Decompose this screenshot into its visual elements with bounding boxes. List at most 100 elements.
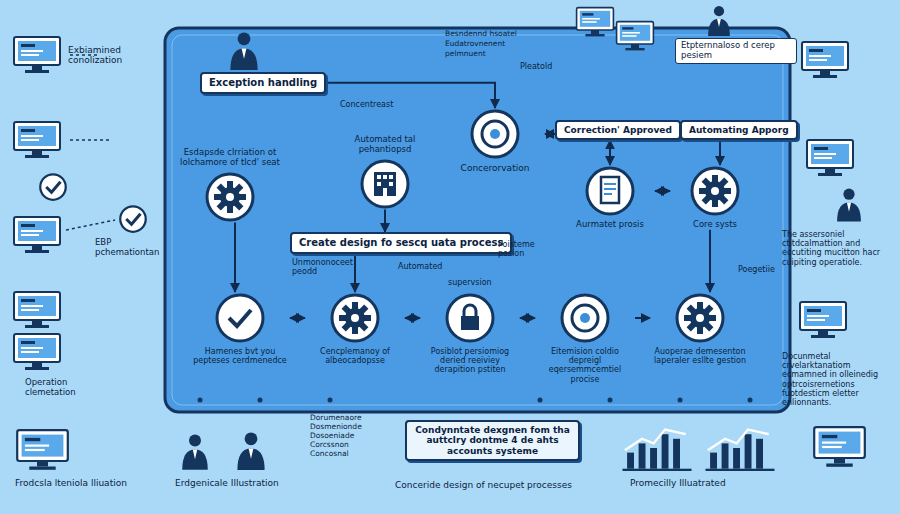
node-caption: Hamenes bvt you pepteses cerdmenedce (190, 347, 290, 365)
process-circle: Aurmatet prosis (565, 165, 655, 230)
annotation-text: Docunmetal crvelarktanatiom ecmamned in … (782, 352, 894, 407)
icon-circle (689, 165, 741, 217)
node-label: Exception handling (209, 77, 317, 89)
annotation-text: Concosnal (310, 450, 390, 459)
dotted-leader (66, 55, 115, 230)
monitor-icon (802, 42, 848, 78)
annotation-text: Conceride design of necupet processes (395, 480, 595, 490)
annotation-text: Dosmenionde (310, 423, 390, 432)
panel-dots (198, 398, 753, 403)
flow-connector (290, 317, 305, 319)
flow-connector (635, 317, 650, 319)
process-box: Automating Apporg (680, 120, 798, 140)
flow-connector (719, 140, 721, 165)
icon-circle (204, 171, 256, 223)
annotation-text: Unmononoceet peodd (292, 258, 352, 276)
annotation-text: Dosoeniade (310, 432, 390, 441)
person-figure (708, 6, 730, 36)
node-label: Correction' Approved (564, 125, 672, 135)
annotation-text: Concentreast (340, 100, 420, 109)
process-circle: Hamenes bvt you pepteses cerdmenedce (190, 292, 290, 365)
monitor-icon (17, 430, 68, 470)
flow-connector (609, 140, 611, 165)
annotation-text: Eudatrovnenent (445, 40, 525, 49)
annotation-text: Poegetiie (738, 265, 786, 274)
node-caption: Posiblot persiomiog deried reeiviey dera… (420, 347, 520, 375)
monitor-icon (577, 8, 614, 37)
person-figure (230, 32, 257, 70)
node-caption: Aurmatet prosis (565, 220, 655, 230)
annotation-text: Pleatold (520, 62, 580, 71)
boxed-note: Etpternnaloso d cerep pesiem (675, 38, 797, 64)
annotation-text: Exbiamined conolization (68, 45, 160, 66)
monitor-icon (814, 427, 865, 467)
icon-circle (584, 165, 636, 217)
process-box: Create design fo sescq uata process (290, 232, 512, 254)
annotation-text: Besndennd hsoatel (445, 30, 525, 39)
panel-inner-line (172, 35, 783, 405)
flow-connector (354, 254, 356, 293)
monitor-icon (14, 292, 60, 328)
process-box: Correction' Approved (555, 120, 681, 140)
flow-connector (384, 210, 386, 233)
annotation-text: supervsion (448, 278, 500, 287)
annotation-text: pelmnuent (445, 50, 525, 59)
icon-circle (559, 292, 611, 344)
annotation-text: Dorumenaore (310, 414, 390, 423)
icon-circle (469, 108, 521, 160)
node-caption: Eitemision coldio depreigl eqersemmcemti… (535, 347, 635, 384)
person-figure (237, 432, 264, 470)
person-figure (837, 189, 861, 222)
check-icon (40, 174, 66, 200)
icon-circle (444, 292, 496, 344)
process-box: Exception handling (200, 72, 326, 94)
annotation-text: Operation clemetation (25, 378, 115, 398)
icon-circle (359, 158, 411, 210)
person-figure (182, 435, 208, 470)
check-icon (120, 206, 146, 232)
node-label: Condynntate dexgnen fom tha auttclry don… (414, 425, 571, 456)
flow-connector (709, 230, 711, 292)
node-caption: Esdapsde clrriation ot lolchamore of tlc… (180, 148, 280, 168)
icon-circle (674, 292, 726, 344)
monitor-icon (800, 302, 846, 338)
bar-chart (706, 430, 775, 471)
process-circle: Posiblot persiomiog deried reeiviey dera… (420, 292, 520, 375)
node-caption: Auoperae demesenton laperaler esllte ges… (650, 347, 750, 365)
annotation-text: Corcssnon (310, 441, 390, 450)
annotation-text: Promecilly Illuatrated (630, 478, 760, 488)
node-caption: Cencplemanoy of albeocadopsse (305, 347, 405, 365)
annotation-text: Automated (398, 262, 448, 271)
process-circle: Auoperae demesenton laperaler esllte ges… (650, 292, 750, 365)
annotation-text: Erdgenicale Illustration (175, 478, 285, 488)
flow-connector (545, 133, 555, 135)
flow-connector (405, 317, 420, 319)
icon-circle (214, 292, 266, 344)
annotation-text: Poisteme posion (498, 240, 558, 258)
node-caption: Automated tal pehantiopsd (335, 135, 435, 155)
process-circle: Cencplemanoy of albeocadopsse (305, 292, 405, 365)
bar-chart (623, 430, 692, 471)
flow-connector (655, 190, 670, 192)
node-caption: Core systs (670, 220, 760, 230)
process-circle: Core systs (670, 165, 760, 230)
node-caption: Concerorvation (445, 163, 545, 173)
main-panel (165, 28, 790, 412)
flow-connector (520, 317, 535, 319)
flow-connector (234, 223, 236, 293)
node-label: Automating Apporg (689, 125, 789, 135)
process-circle: Esdapsde clrriation ot lolchamore of tlc… (180, 148, 280, 223)
node-label: Create design fo sescq uata process (299, 237, 503, 249)
process-circle: Eitemision coldio depreigl eqersemmcemti… (535, 292, 635, 384)
icon-circle (329, 292, 381, 344)
monitor-icon (617, 22, 654, 51)
process-box: Condynntate dexgnen fom tha auttclry don… (405, 420, 580, 461)
annotation-text: The assersoniel ctitdcalmattion and eccu… (782, 230, 894, 267)
process-circle: Concerorvation (445, 108, 545, 173)
annotation-text: EBP pchemationtan (95, 238, 157, 258)
monitor-icon (14, 122, 60, 158)
monitor-icon (14, 37, 60, 73)
monitor-icon (14, 217, 60, 253)
process-circle: Automated tal pehantiopsd (335, 135, 435, 210)
